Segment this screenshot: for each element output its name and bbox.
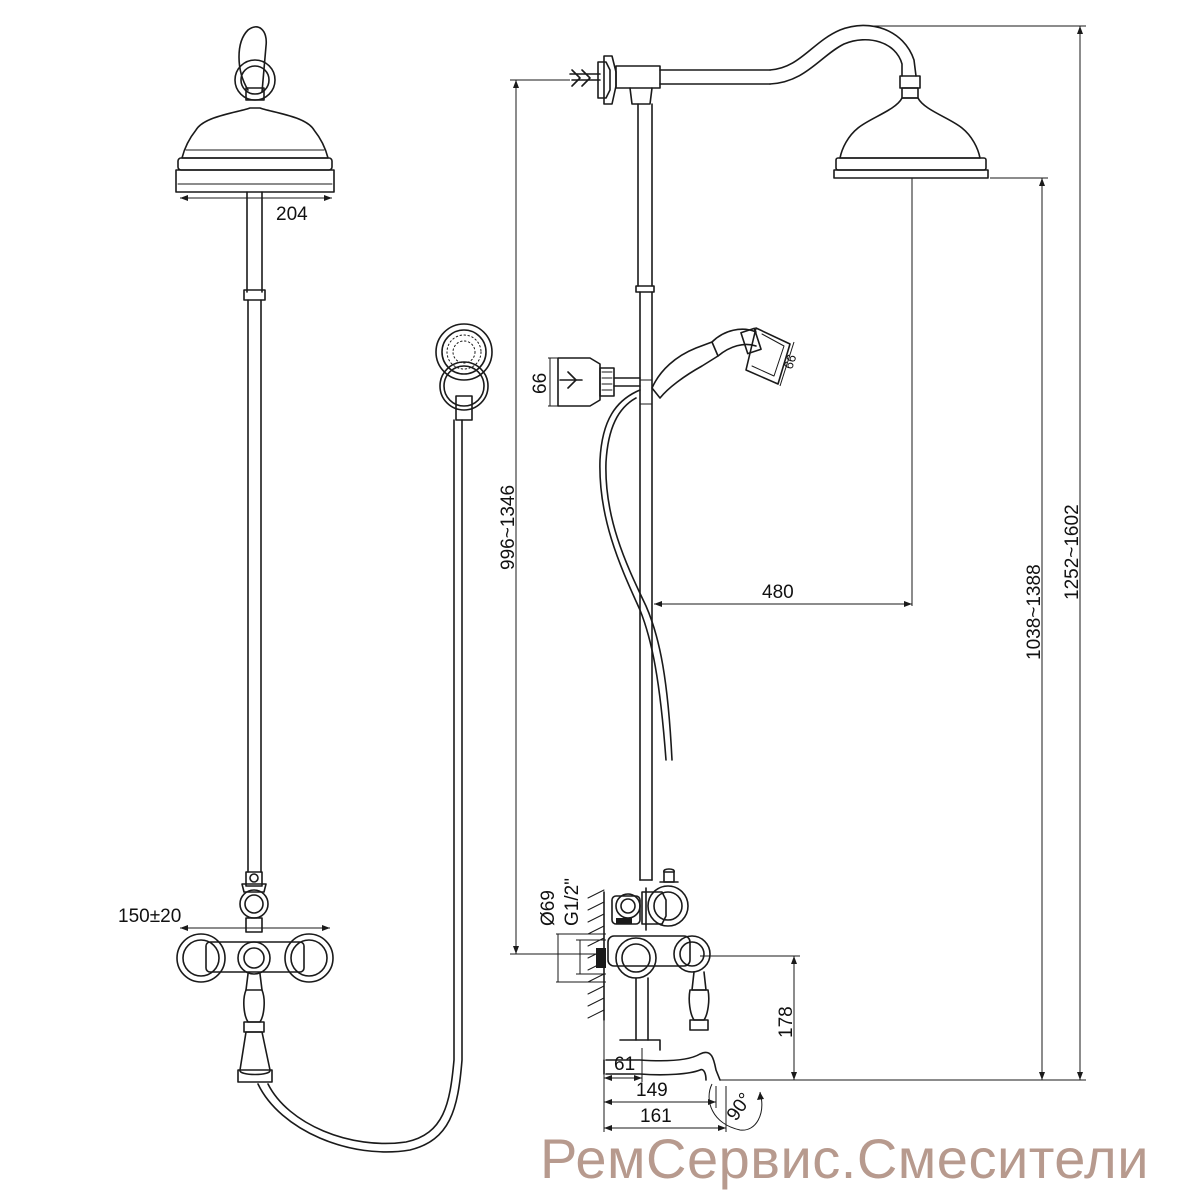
wall-hatch [587, 889, 605, 1021]
front-view: 204 150±20 [118, 26, 493, 1153]
dim-rail-height: 996~1346 [498, 485, 519, 570]
dim-hand-shower-holder: 66 [530, 373, 551, 394]
dim-valve-spacing: 150±20 [118, 906, 181, 927]
dim-total-height: 1252~1602 [1062, 504, 1083, 600]
dim-spout-reach-2: 161 [640, 1106, 672, 1127]
dim-head-height: 1038~1388 [1024, 564, 1045, 660]
dim-spout-reach-1: 149 [636, 1080, 668, 1101]
dim-wall-offset: 61 [614, 1054, 635, 1075]
dim-thread: G1/2" [562, 878, 583, 926]
dim-flange-diameter: Ø69 [538, 890, 559, 926]
side-view: 66 66 [498, 24, 1086, 1132]
dim-arm-reach: 480 [762, 582, 794, 603]
dim-spout-height: 178 [776, 1006, 797, 1038]
dim-hand-shower-head: 66 [781, 353, 800, 371]
dim-shower-head-width: 204 [276, 204, 308, 225]
dim-spout-angle: 90° [723, 1089, 757, 1125]
watermark: РемСервис.Смесители [540, 1127, 1149, 1190]
